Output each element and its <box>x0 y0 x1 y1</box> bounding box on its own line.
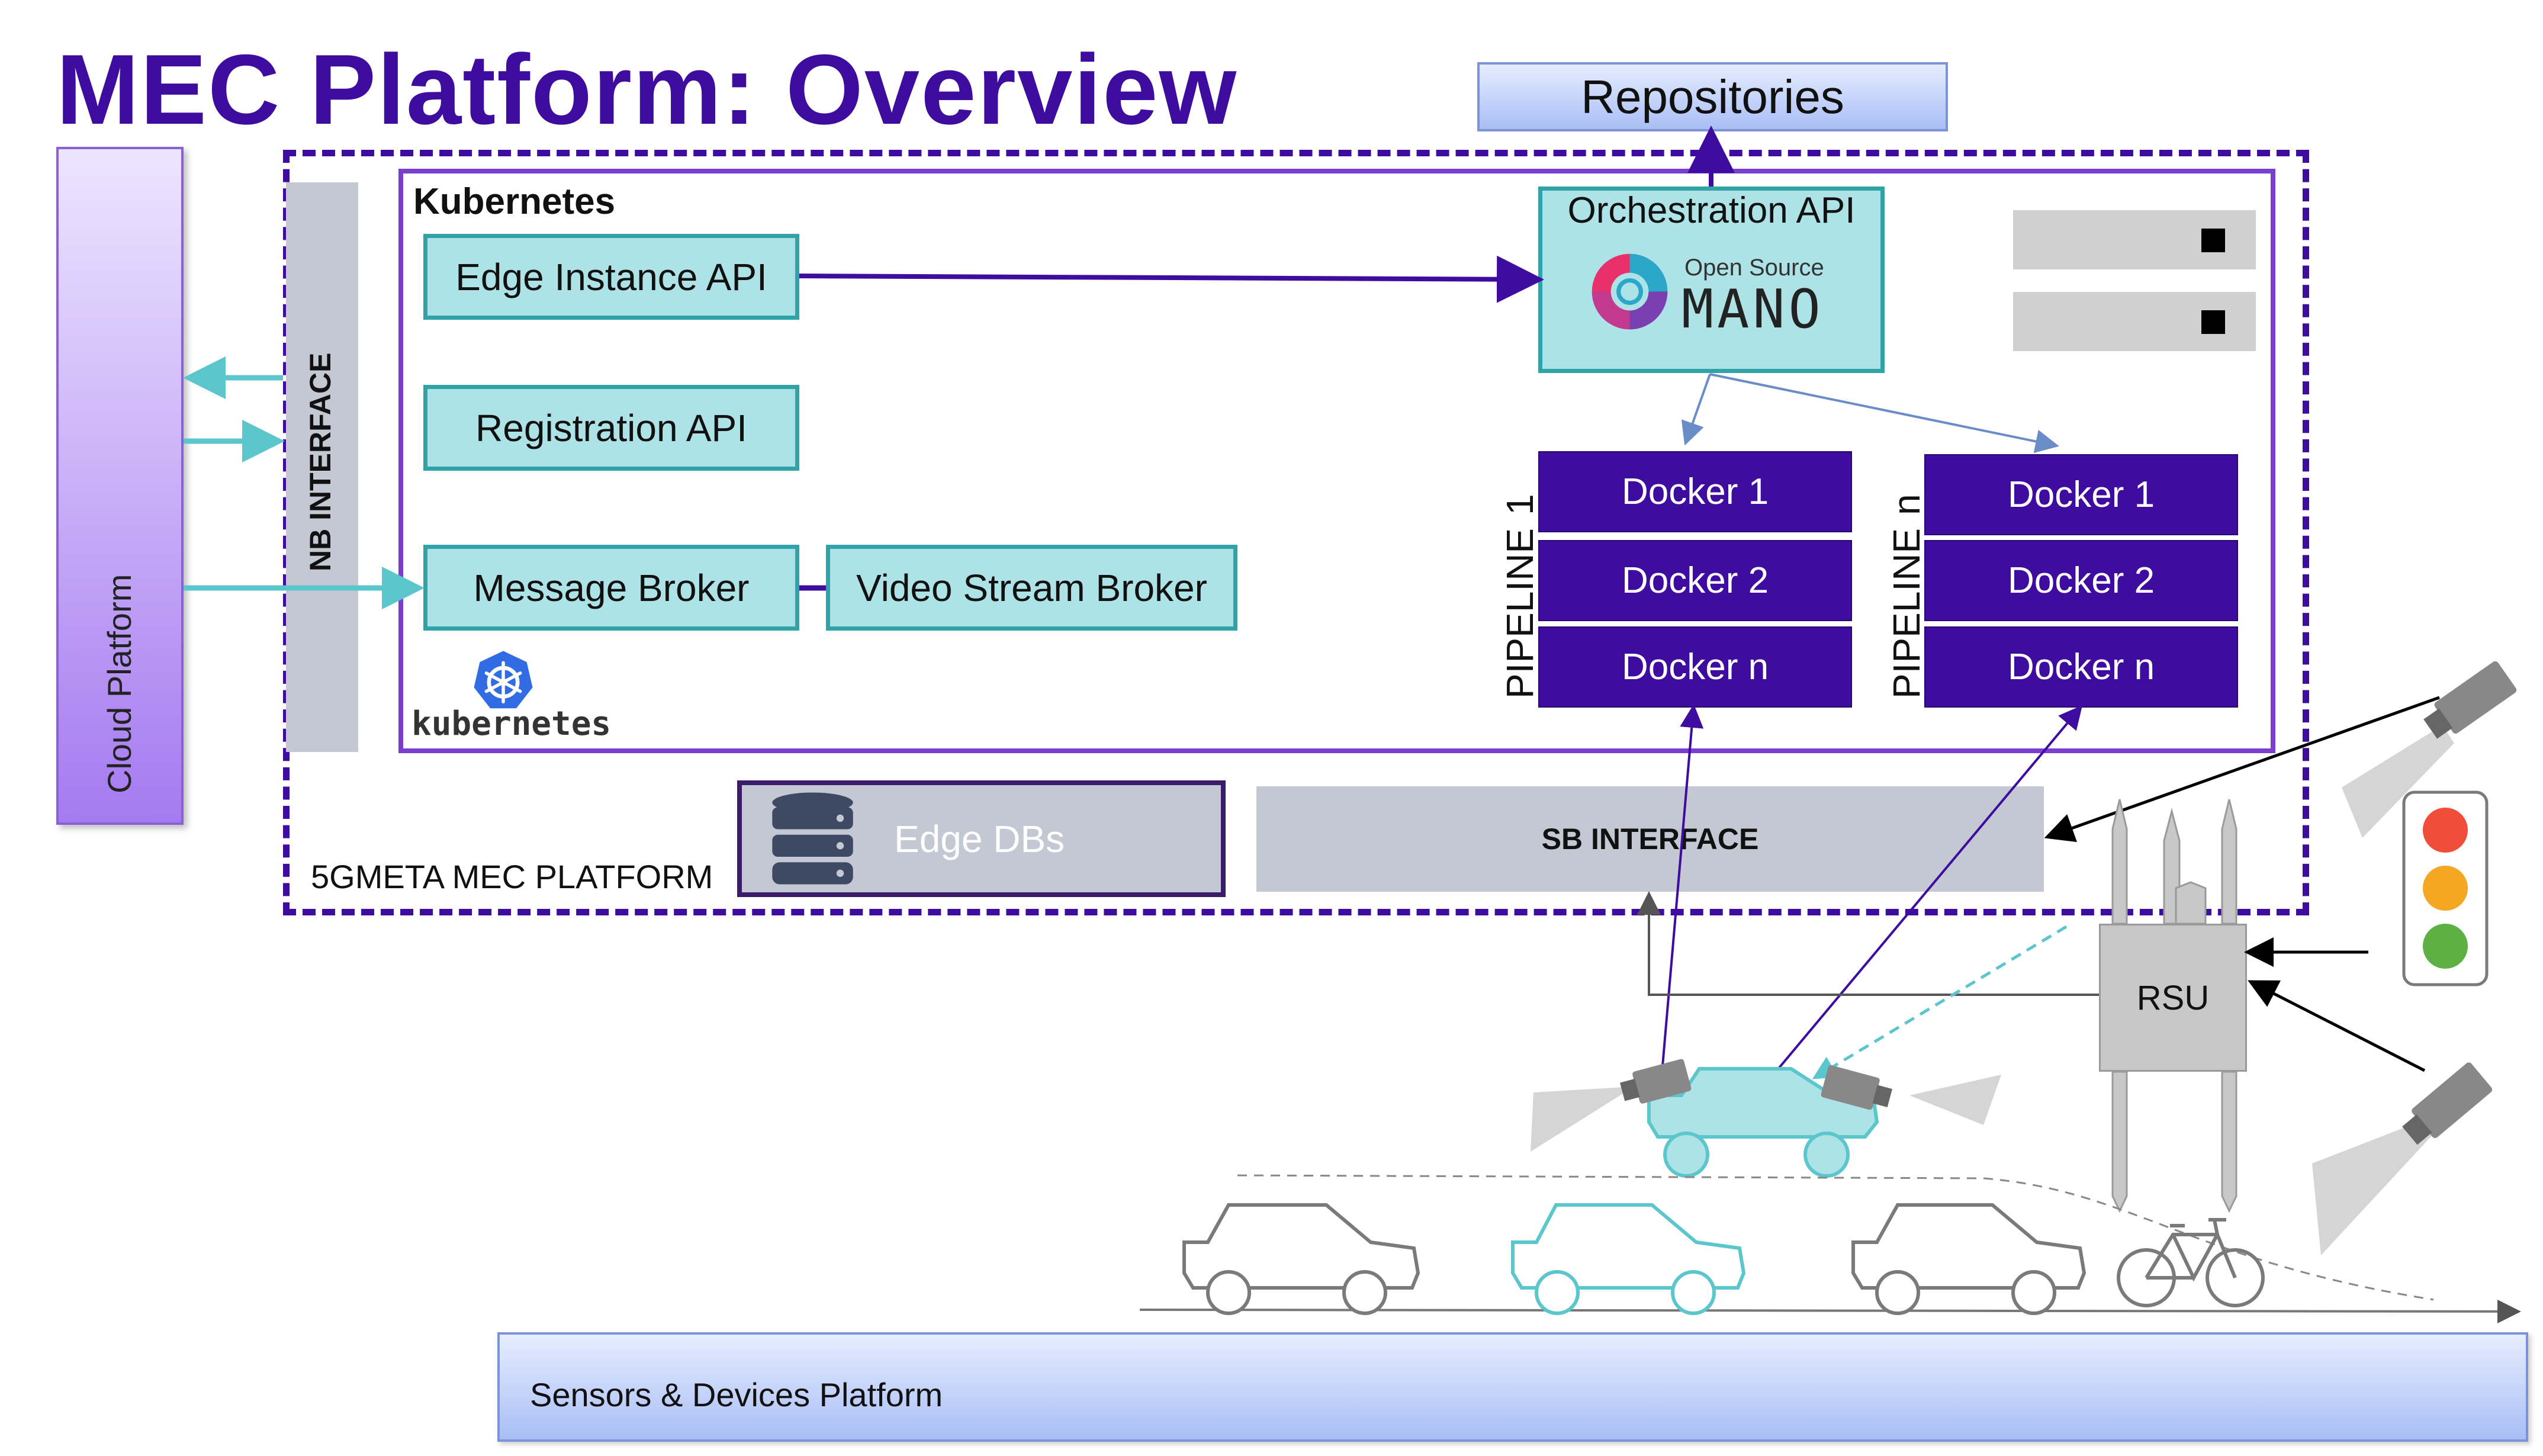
vehicle-camera-left-icon <box>1531 1059 1692 1152</box>
server-led-icon <box>2201 310 2225 334</box>
traffic-light-icon <box>2402 790 2489 986</box>
kubernetes-label: Kubernetes <box>413 181 616 222</box>
osm-logo-icon <box>1592 253 1668 330</box>
server-led-icon <box>2201 229 2225 252</box>
kubernetes-logo-text: kubernetes <box>411 705 612 743</box>
sensors-devices-platform-label: Sensors & Devices Platform <box>530 1376 943 1413</box>
nb-cloud-arrows <box>183 356 425 609</box>
edge-dbs-label: Edge DBs <box>894 818 1065 860</box>
edge-instance-api-box: Edge Instance API <box>423 234 799 320</box>
rsu-box: RSU <box>2099 924 2247 1072</box>
cloud-platform-box <box>56 147 184 825</box>
rsu-to-vehicle-dashed-arrow <box>1812 925 2068 1079</box>
road-lane-dashed <box>1237 1174 2434 1301</box>
vehicle-icon <box>1851 1203 2087 1315</box>
registration-api-box: Registration API <box>423 385 799 471</box>
pipeline-1-docker-2: Docker 2 <box>1538 540 1852 621</box>
rsu-label: RSU <box>2136 978 2210 1017</box>
road-base-arrow <box>1139 1299 2521 1323</box>
pipeline-1-docker-1: Docker 1 <box>1538 451 1852 532</box>
rsu-antennas-icon <box>2111 799 2237 1213</box>
osm-logo-small-text: Open Source <box>1684 255 1824 281</box>
camera-icon <box>2312 1062 2493 1255</box>
database-icon <box>772 792 853 885</box>
message-broker-box: Message Broker <box>423 545 799 631</box>
nb-interface-bar <box>286 182 358 752</box>
pipeline-n-docker-2: Docker 2 <box>1924 540 2238 621</box>
pipeline-1-docker-n: Docker n <box>1538 626 1852 708</box>
mec-platform-label: 5GMETA MEC PLATFORM <box>311 858 713 895</box>
vehicle-icon <box>1182 1203 1420 1315</box>
camera-to-sb-interface-arrow <box>2044 696 2440 843</box>
sensors-devices-platform-box <box>497 1332 2528 1442</box>
pipeline-n-docker-1: Docker 1 <box>1924 454 2238 535</box>
rsu-to-sb-interface-arrow <box>1637 891 2099 996</box>
osm-logo-big-text: MANO <box>1682 278 1824 340</box>
sb-interface-bar: SB INTERFACE <box>1256 786 2044 892</box>
kubernetes-logo-icon <box>474 651 533 709</box>
connected-vehicle-icon <box>1647 1067 1879 1178</box>
orchestration-to-pipeline-arrows <box>1681 373 2059 454</box>
orchestration-api-label: Orchestration API <box>1567 190 1856 231</box>
repositories-label: Repositories <box>1581 70 1844 123</box>
vehicle-icon <box>1511 1203 1746 1315</box>
camera-icon <box>2342 661 2517 838</box>
camera-to-rsu-arrow <box>2248 980 2426 1072</box>
sb-interface-label: SB INTERFACE <box>1541 822 1759 856</box>
kubernetes-box <box>398 169 2275 753</box>
vehicle-to-pipeline-lines <box>1661 704 2083 1094</box>
video-stream-broker-box: Video Stream Broker <box>826 545 1237 631</box>
edge-instance-to-orchestration-arrow <box>799 255 1544 303</box>
vehicle-camera-right-icon <box>1821 1065 2001 1125</box>
page-title: MEC Platform: Overview <box>56 34 1238 145</box>
bicycle-icon <box>2117 1218 2265 1307</box>
